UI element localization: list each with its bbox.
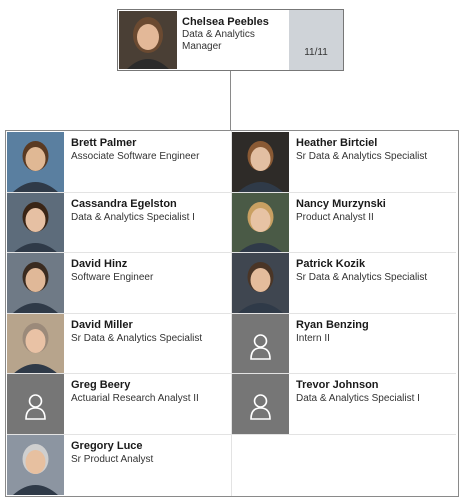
employee-photo xyxy=(7,132,64,192)
manager-photo xyxy=(119,11,177,69)
employee-title: Data & Analytics Specialist I xyxy=(71,211,195,223)
employee-title: Actuarial Research Analyst II xyxy=(71,393,199,404)
org-connector-line xyxy=(230,70,231,131)
employee-title: Sr Data & Analytics Specialist xyxy=(296,151,428,162)
row-divider xyxy=(232,373,456,374)
row-divider xyxy=(7,373,231,374)
employee-name: Brett Palmer xyxy=(71,137,137,149)
row-divider xyxy=(7,312,231,314)
employee-photo xyxy=(7,253,64,313)
employee-card[interactable]: Patrick Kozik Sr Data & Analytics Special… xyxy=(232,253,456,313)
row-divider xyxy=(232,312,456,314)
row-divider xyxy=(7,252,231,253)
row-divider xyxy=(232,252,456,253)
employee-title: Software Engineer xyxy=(71,272,154,283)
employee-title: Sr Data & Analytics Specialist xyxy=(71,332,203,344)
employee-photo xyxy=(232,253,289,313)
employee-title: Associate Software Engineer xyxy=(71,151,200,162)
employee-name: Heather Birtciel xyxy=(296,137,378,149)
employee-photo xyxy=(7,192,64,253)
manager-title: Data & Analytics Manager xyxy=(182,29,255,52)
employee-name: Gregory Luce xyxy=(71,439,143,452)
employee-photo xyxy=(232,192,289,253)
manager-name: Chelsea Peebles xyxy=(182,16,269,28)
employee-name: David Miller xyxy=(71,318,133,331)
employee-photo xyxy=(7,434,64,495)
row-divider xyxy=(7,433,231,435)
employee-name: Nancy Murzynski xyxy=(296,197,386,210)
employee-title: Intern II xyxy=(296,332,330,344)
row-divider xyxy=(7,191,231,193)
user-placeholder-icon xyxy=(7,374,64,434)
employee-title: Sr Product Analyst xyxy=(71,453,154,465)
row-divider xyxy=(232,191,456,193)
user-placeholder-icon xyxy=(232,313,289,374)
employee-name: Patrick Kozik xyxy=(296,258,366,270)
employee-photo xyxy=(232,132,289,192)
employee-photo xyxy=(7,313,64,374)
manager-card[interactable]: Chelsea Peebles Data & Analytics Manager… xyxy=(117,9,344,71)
employee-name: Trevor Johnson xyxy=(296,379,379,391)
employee-name: Cassandra Egelston xyxy=(71,197,177,210)
employee-name: David Hinz xyxy=(71,258,128,270)
user-placeholder-icon xyxy=(232,374,289,434)
employee-title: Data & Analytics Specialist I xyxy=(296,393,420,404)
row-divider xyxy=(232,433,456,435)
employee-name: Ryan Benzing xyxy=(296,318,369,331)
column-divider xyxy=(231,131,232,496)
employee-name: Greg Beery xyxy=(71,379,131,391)
employee-title: Sr Data & Analytics Specialist xyxy=(296,272,428,283)
direct-reports-count[interactable]: 11/11 xyxy=(289,10,343,70)
employee-title: Product Analyst II xyxy=(296,211,374,223)
employee-card[interactable]: Heather Birtciel Sr Data & Analytics Spec… xyxy=(232,132,456,192)
